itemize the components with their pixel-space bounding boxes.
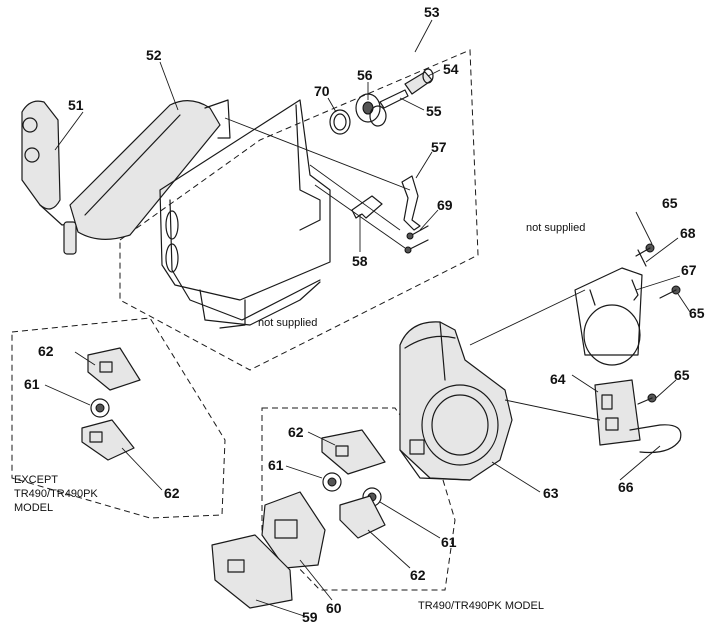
callout-64: 64 bbox=[550, 371, 566, 387]
part-63-lens-cover bbox=[399, 321, 513, 481]
part-62-lower-holder-a bbox=[81, 419, 135, 461]
callout-53: 53 bbox=[424, 4, 440, 20]
callout-61-c: 61 bbox=[441, 534, 457, 550]
part-66-flex-cable bbox=[629, 424, 682, 454]
part-60-cover bbox=[261, 491, 326, 569]
part-69-screws bbox=[404, 225, 429, 254]
note-except-line1: EXCEPT bbox=[14, 474, 58, 486]
callout-68: 68 bbox=[680, 225, 696, 241]
assembly-lines-53 bbox=[224, 117, 411, 249]
note-not-supplied-frame: not supplied bbox=[258, 317, 317, 329]
part-56-gear bbox=[355, 93, 387, 127]
part-54-knob bbox=[404, 68, 434, 95]
part-62-lower-holder-b bbox=[339, 495, 386, 539]
note-tr490-model: TR490/TR490PK MODEL bbox=[418, 600, 544, 612]
part-57-lever bbox=[401, 175, 421, 231]
callout-leaders bbox=[44, 19, 691, 617]
part-68-spring bbox=[637, 249, 647, 267]
callout-61-b: 61 bbox=[268, 457, 284, 473]
callout-65-c: 65 bbox=[674, 367, 690, 383]
group-except-model-boundary bbox=[11, 317, 226, 519]
part-62-upper-holder-a bbox=[87, 347, 141, 391]
part-shield-not-supplied bbox=[574, 267, 643, 366]
callout-60: 60 bbox=[326, 600, 342, 616]
callout-56: 56 bbox=[357, 67, 373, 83]
callout-numbers: 51 52 53 54 55 56 57 58 59 60 61 61 61 6… bbox=[24, 4, 705, 625]
note-not-supplied-shield: not supplied bbox=[526, 222, 585, 234]
part-62-upper-holder-b bbox=[321, 429, 386, 475]
callout-52: 52 bbox=[146, 47, 162, 63]
callout-54: 54 bbox=[443, 61, 459, 77]
assembly-lines-right bbox=[469, 289, 601, 421]
part-70-ring bbox=[329, 109, 351, 135]
part-64-bracket bbox=[594, 379, 641, 446]
callout-51: 51 bbox=[68, 97, 84, 113]
group-53-boundary bbox=[119, 49, 479, 371]
callout-70: 70 bbox=[314, 83, 330, 99]
callout-66: 66 bbox=[618, 479, 634, 495]
callout-62-a: 62 bbox=[38, 343, 54, 359]
note-except-line2: TR490/TR490PK bbox=[14, 488, 98, 500]
part-55-shaft bbox=[379, 89, 409, 109]
callout-61-a: 61 bbox=[24, 376, 40, 392]
callout-62-b: 62 bbox=[164, 485, 180, 501]
part-61-switch-b bbox=[322, 472, 342, 492]
callout-63: 63 bbox=[543, 485, 559, 501]
part-58-latch bbox=[351, 195, 383, 219]
part-59-cap bbox=[211, 534, 293, 609]
callout-69: 69 bbox=[437, 197, 453, 213]
part-67-spring bbox=[631, 279, 639, 301]
callout-62-c: 62 bbox=[288, 424, 304, 440]
note-except-line3: MODEL bbox=[14, 502, 53, 514]
callout-62-d: 62 bbox=[410, 567, 426, 583]
part-65-screws bbox=[635, 243, 681, 405]
part-52-strap bbox=[69, 99, 231, 240]
part-51-grip-end bbox=[21, 100, 79, 255]
callout-67: 67 bbox=[681, 262, 697, 278]
diagram-notes: not supplied not supplied EXCEPT TR490/T… bbox=[14, 222, 585, 612]
callout-59: 59 bbox=[302, 609, 318, 625]
callout-55: 55 bbox=[426, 103, 442, 119]
callout-65-a: 65 bbox=[662, 195, 678, 211]
callout-57: 57 bbox=[431, 139, 447, 155]
callout-58: 58 bbox=[352, 253, 368, 269]
callout-65-b: 65 bbox=[689, 305, 705, 321]
part-61-switch-a bbox=[90, 398, 110, 418]
part-53-frame bbox=[159, 99, 331, 329]
